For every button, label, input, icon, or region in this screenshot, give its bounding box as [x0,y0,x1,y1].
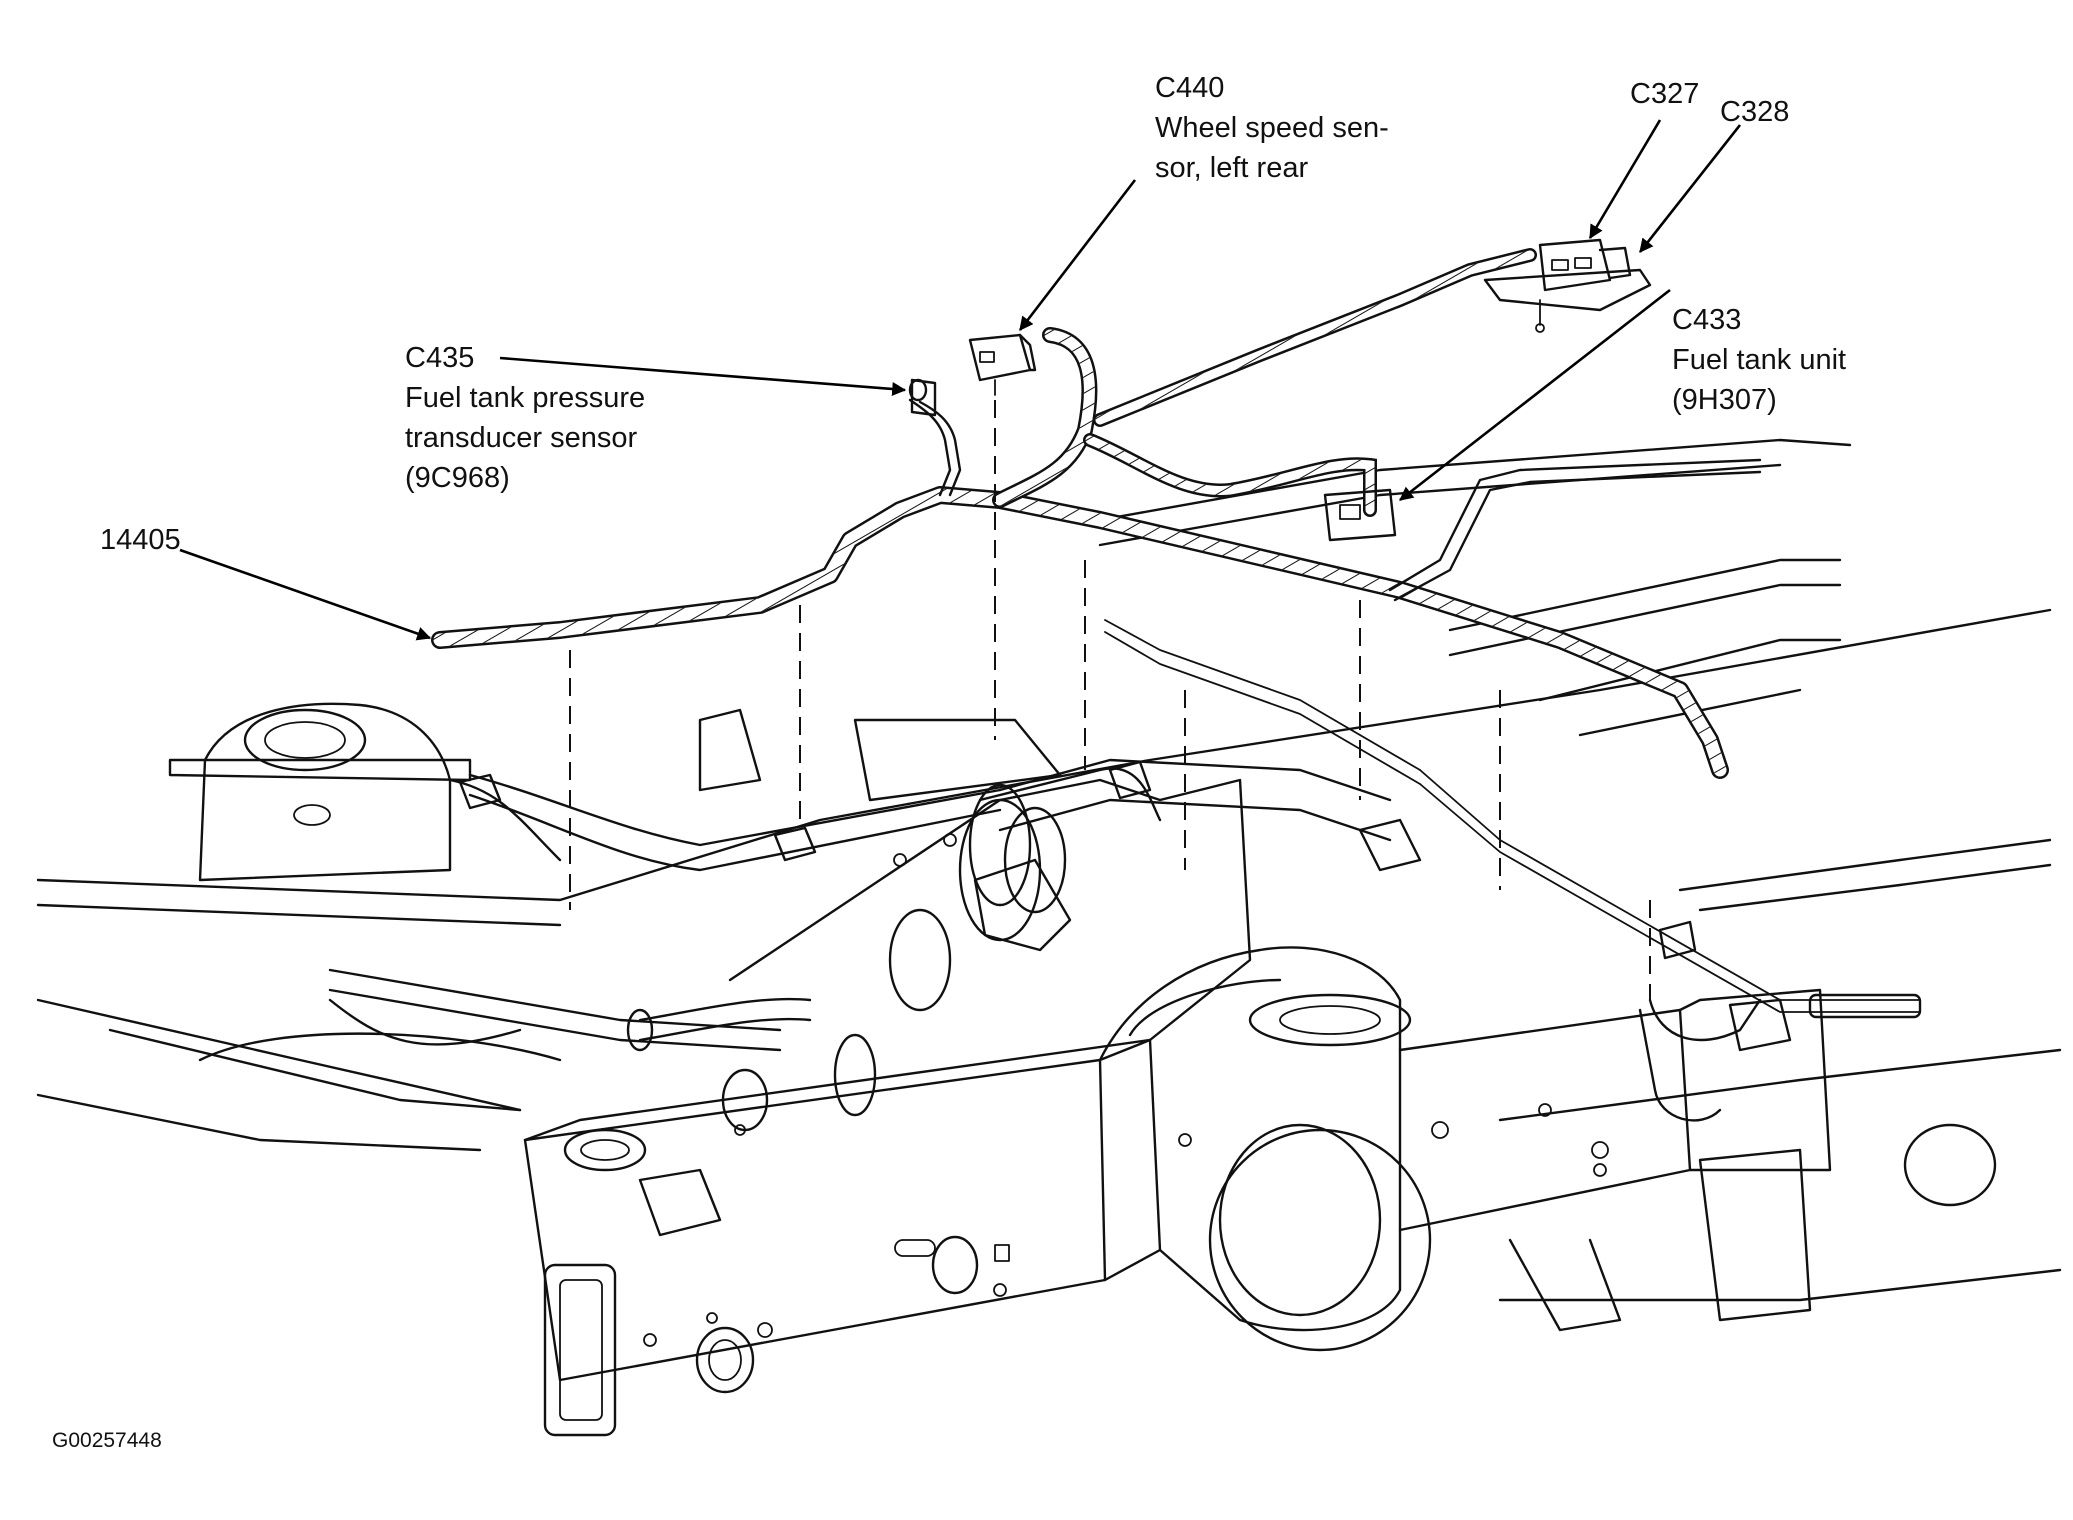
c433-line2: (9H307) [1672,384,1777,416]
c328-code: C328 [1720,96,1790,128]
c440-line2: sor, left rear [1155,152,1309,184]
leader-c440 [1018,179,1137,331]
callout-c328: C328 [1720,92,1789,132]
callout-c433: C433 Fuel tank unit (9H307) [1672,300,1846,420]
c435-line1: Fuel tank pressure [405,382,646,414]
axle-assembly [1098,946,1997,1352]
leader-c327 [1588,119,1662,240]
connector-c433 [1323,488,1397,542]
crossmember-rear [698,708,1252,1136]
frame-rail-left [36,608,2052,1152]
wiring-harness-14405 [431,248,1729,779]
connector-c440 [968,333,1037,396]
leader-c328 [1638,124,1742,253]
callout-c440: C440 Wheel speed sen- sor, left rear [1155,68,1389,188]
connector-c435 [908,378,937,417]
c435-code: C435 [405,342,475,374]
harness-code: 14405 [100,524,181,556]
callout-14405: 14405 [100,520,181,560]
fuel-lines [1104,458,1922,1019]
callout-c327: C327 [1630,74,1699,114]
harness-clips [458,760,1792,1052]
crossover-tube [968,758,1392,907]
c440-line1: Wheel speed sen- [1155,112,1389,144]
figure-code: G00257448 [52,1429,162,1452]
callout-c435: C435 Fuel tank pressure transducer senso… [405,338,645,498]
c435-line3: (9C968) [405,462,510,494]
c327-code: C327 [1630,78,1700,110]
connector-c327-c328 [1483,238,1652,333]
c433-code: C433 [1672,304,1742,336]
leader-c433 [1399,288,1671,502]
brake-lines-left [108,773,1002,1112]
c435-line2: transducer sensor [405,422,638,454]
leader-14405 [179,548,432,641]
c433-line1: Fuel tank unit [1672,344,1847,376]
attachment-leaders [569,400,1651,1000]
leader-c435 [499,356,907,396]
c440-code: C440 [1155,72,1225,104]
